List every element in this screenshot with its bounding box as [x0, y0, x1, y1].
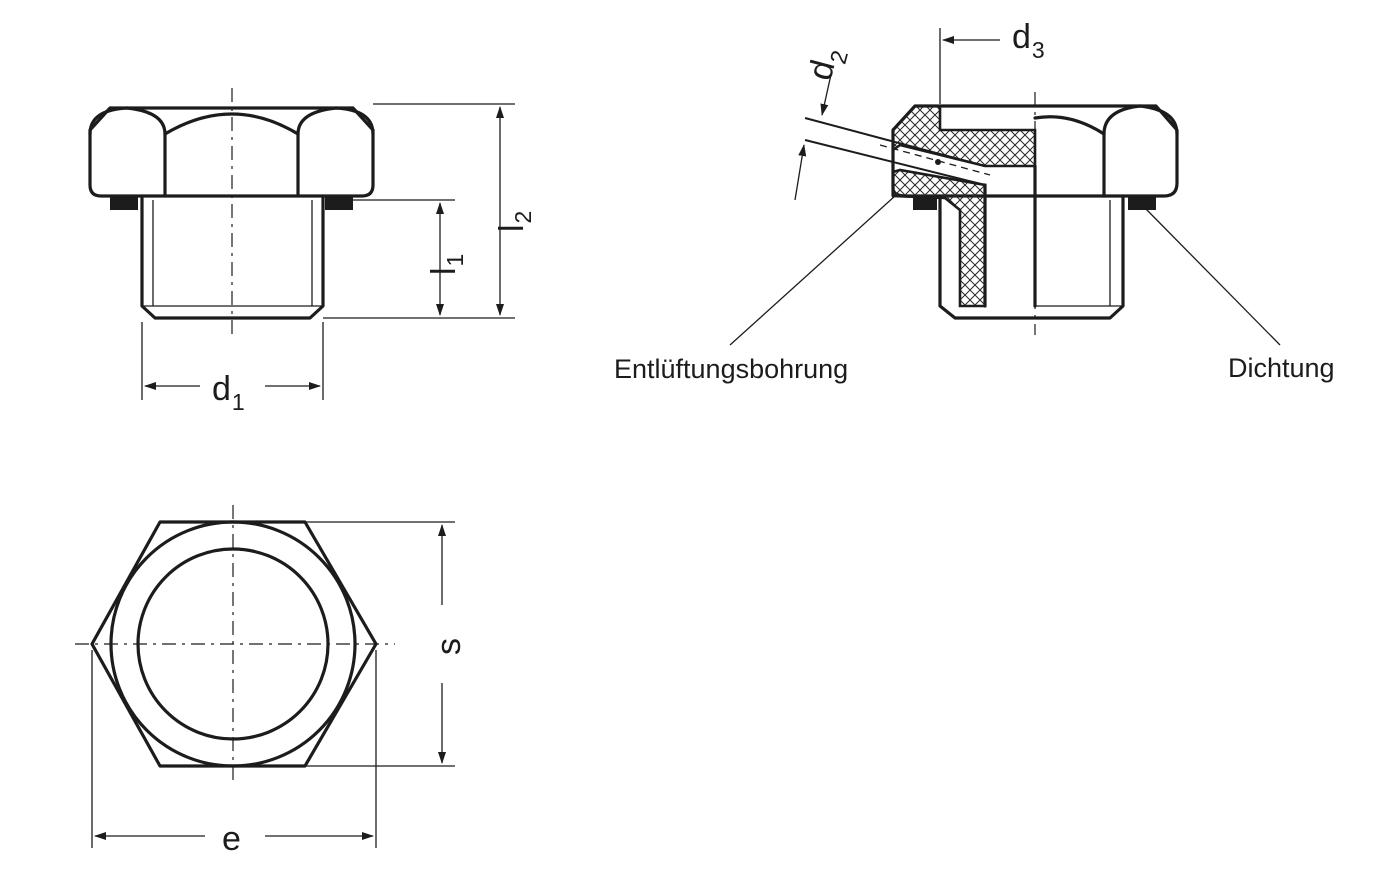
vent-hole-lower — [804, 139, 986, 186]
label-d3: d3 — [1012, 18, 1045, 63]
label-s: s — [430, 638, 468, 655]
side-view — [88, 88, 375, 340]
dimension-s — [305, 521, 455, 767]
section-view-facet-middle — [1033, 115, 1106, 136]
side-view-head — [88, 106, 375, 198]
section-view-stem — [938, 194, 1125, 320]
section-view-seal-right — [1128, 196, 1156, 210]
dimension-l2 — [323, 103, 515, 319]
top-view — [75, 505, 395, 782]
dimension-l1 — [353, 199, 455, 316]
vent-hole-upper — [804, 117, 986, 167]
dimension-d3 — [939, 28, 1000, 104]
label-d1: d1 — [212, 370, 245, 415]
leader-seal — [1144, 207, 1281, 346]
dimension-d2 — [794, 69, 833, 201]
label-e: e — [222, 820, 241, 858]
label-l2: l2 — [493, 211, 536, 232]
callout-vent-hole: Entlüftungsbohrung — [614, 354, 848, 384]
section-view-facet-right — [1102, 104, 1179, 198]
side-view-seal-right — [325, 196, 353, 210]
section-view-hatch — [891, 104, 1037, 168]
label-d2: d2 — [801, 43, 853, 86]
label-l1: l1 — [425, 254, 468, 275]
vent-hole-center — [935, 159, 941, 165]
section-view-bore — [983, 164, 1037, 308]
side-view-thread-body — [140, 194, 325, 320]
leader-vent-hole — [729, 195, 896, 346]
side-view-facet-left — [88, 106, 167, 198]
callout-seal: Dichtung — [1228, 353, 1335, 383]
side-view-facet-middle — [163, 112, 300, 136]
section-view-hatch-lower — [891, 168, 987, 308]
dimension-e — [91, 650, 377, 848]
side-view-seal-left — [110, 196, 138, 210]
section-view — [804, 92, 1179, 335]
side-view-facet-right — [296, 106, 375, 198]
section-view-seal-left — [913, 196, 937, 210]
dimension-d1 — [141, 322, 324, 400]
